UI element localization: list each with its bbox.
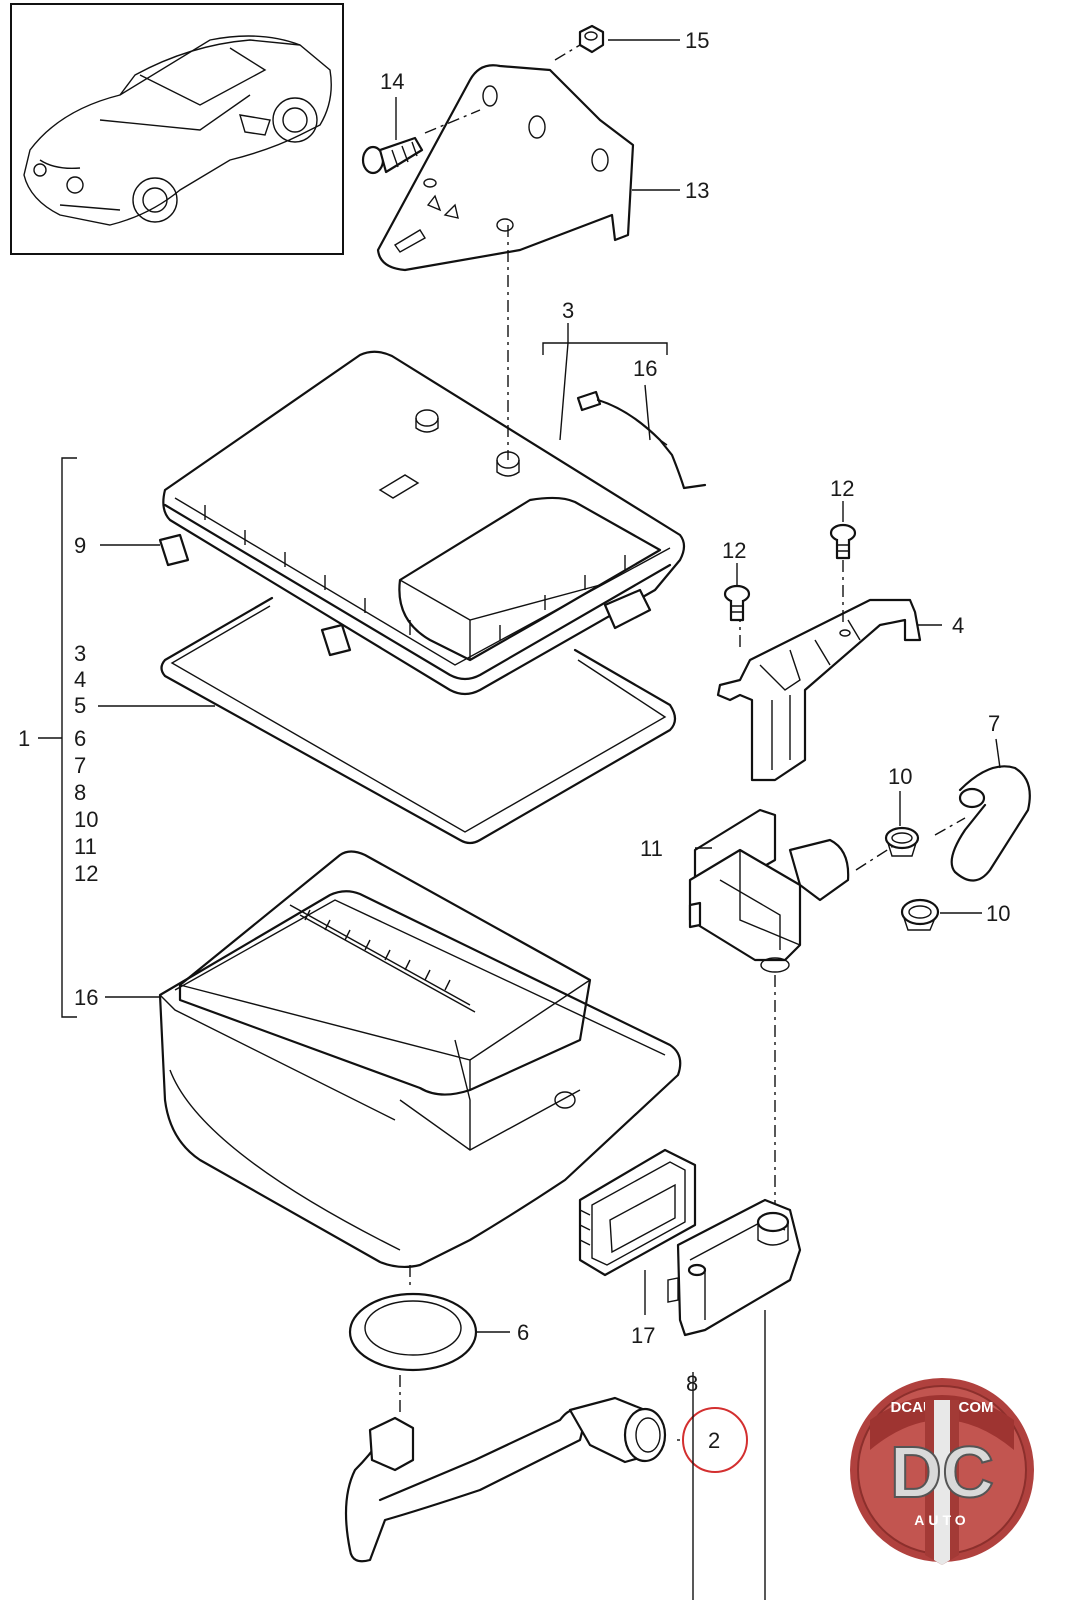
seal-part-5 — [160, 596, 677, 845]
label-part-16-top: 16 — [633, 356, 657, 381]
kit-item: 10 — [74, 807, 98, 832]
kit-item: 12 — [74, 861, 98, 886]
label-part-5: 5 — [74, 693, 86, 718]
label-part-9: 9 — [74, 533, 86, 558]
clamp-part-10-a — [884, 826, 920, 857]
intake-pipe-part-2 — [344, 1396, 748, 1563]
label-part-13: 13 — [685, 178, 709, 203]
part-number-labels: 1 2 3 4 5 6 7 8 9 10 10 11 12 12 13 14 1… — [18, 28, 1010, 1453]
filter-part-17 — [578, 1148, 697, 1277]
clip-part-9 — [158, 533, 352, 657]
nut-part-15 — [578, 24, 605, 54]
kit-item: 11 — [74, 834, 97, 859]
resonator-part-8 — [667, 1198, 802, 1337]
ring-part-6 — [348, 1292, 478, 1372]
bracket-part-4 — [716, 598, 922, 782]
label-part-7: 7 — [988, 711, 1000, 736]
label-part-10-a: 10 — [888, 764, 912, 789]
label-part-10-b: 10 — [986, 901, 1010, 926]
harness-part-16-top — [576, 390, 707, 490]
kit-contents-list: 3 4 6 7 8 10 11 12 — [74, 641, 98, 886]
screw-part-12-b — [829, 523, 857, 560]
label-part-3: 3 — [562, 298, 574, 323]
bolt-part-14 — [361, 136, 424, 175]
label-part-1: 1 — [18, 726, 30, 751]
kit-item: 4 — [74, 667, 86, 692]
logo-main-text: DC — [890, 1433, 994, 1513]
air-box-base — [158, 850, 682, 1269]
leader-lines — [38, 39, 1001, 1600]
label-part-17: 17 — [631, 1323, 655, 1348]
kit-item: 6 — [74, 726, 86, 751]
car-thumbnail — [10, 3, 344, 255]
label-part-16-left: 16 — [74, 985, 98, 1010]
hose-part-7 — [950, 765, 1031, 882]
label-part-12-b: 12 — [830, 476, 854, 501]
label-part-4: 4 — [952, 613, 964, 638]
bracket-part-13 — [376, 64, 635, 272]
clamp-part-10-b — [900, 898, 940, 931]
air-box-lid — [162, 350, 686, 696]
label-part-11: 11 — [640, 836, 663, 861]
label-part-2: 2 — [708, 1428, 720, 1453]
label-part-15: 15 — [685, 28, 709, 53]
kit-item: 7 — [74, 753, 86, 778]
label-part-12-a: 12 — [722, 538, 746, 563]
label-part-8: 8 — [686, 1371, 698, 1396]
kit-item: 8 — [74, 780, 86, 805]
label-part-14: 14 — [380, 69, 404, 94]
label-part-6: 6 — [517, 1320, 529, 1345]
logo-sub-text: AUTO — [914, 1512, 969, 1528]
kit-item: 3 — [74, 641, 86, 666]
valve-part-11 — [688, 808, 850, 973]
screw-part-12-a — [723, 584, 751, 622]
